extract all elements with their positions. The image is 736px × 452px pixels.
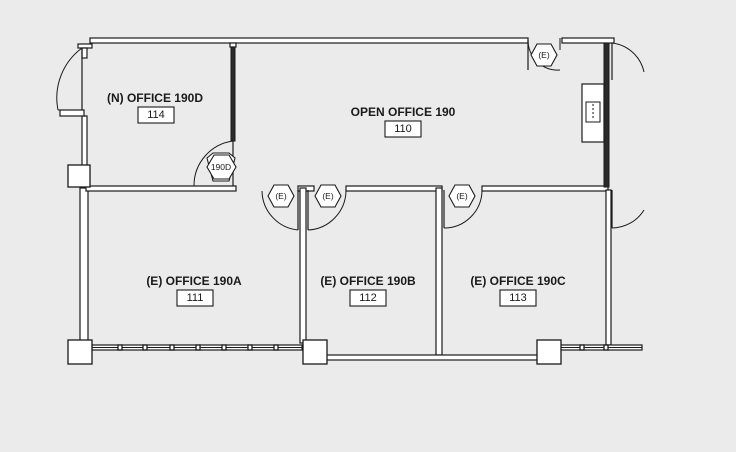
room-name-190d: (N) OFFICE 190D [107, 91, 203, 105]
mullion [195, 344, 201, 351]
room-name-190b: (E) OFFICE 190B [320, 274, 416, 288]
mullion [273, 344, 279, 351]
door-tag-e-b-text: (E) [322, 191, 334, 201]
door-tags: 190D (E) (E) (E) (E) [206, 43, 558, 208]
corridor-wall-c [481, 185, 609, 192]
mullion [247, 344, 253, 351]
columns [67, 164, 562, 365]
room-name-190c: (E) OFFICE 190C [470, 274, 566, 288]
door-tag-top-e-text: (E) [538, 50, 550, 60]
mullion [117, 344, 123, 351]
door-tag-190d: 190D [206, 152, 237, 182]
sink [585, 101, 601, 123]
partition-190d [230, 42, 236, 142]
partition-a-b [299, 187, 307, 344]
door-swing-top-left [56, 47, 83, 111]
room-label-190c: (E) OFFICE 190C 113 [470, 274, 566, 307]
partition-190d-top [229, 42, 237, 48]
corridor-wall-a [85, 185, 237, 192]
door-tag-e-a: (E) [267, 184, 295, 208]
room-label-190b: (E) OFFICE 190B 112 [320, 274, 416, 307]
door-tag-e-a-text: (E) [275, 191, 287, 201]
room-number-190d: 114 [147, 109, 165, 121]
mullion [579, 344, 585, 351]
mullion [603, 344, 609, 351]
column-bottom-mid [302, 339, 328, 365]
room-number-box-190d [137, 106, 175, 124]
room-number-box-open-190 [384, 120, 422, 138]
right-wall-lower [605, 189, 612, 346]
door-tag-e-b: (E) [314, 184, 342, 208]
partition-b-c [435, 187, 443, 356]
door-swing-190a [261, 190, 299, 231]
door-tag-e-c-text: (E) [456, 191, 468, 201]
room-number-190b: 112 [359, 292, 377, 304]
room-name-open-190: OPEN OFFICE 190 [351, 105, 456, 119]
top-wall-right [561, 37, 615, 44]
left-wall-lower [79, 187, 89, 343]
door-swing-190b [307, 190, 347, 231]
mullion [142, 344, 148, 351]
room-label-190d: (N) OFFICE 190D 114 [107, 91, 203, 124]
room-number-box-190b [349, 289, 387, 307]
counter-casework [581, 83, 605, 143]
door-swing-right [611, 209, 645, 229]
room-number-box-190a [176, 289, 214, 307]
corridor-wall-b [345, 185, 443, 192]
left-wall-mid [81, 115, 88, 167]
room-name-190a: (E) OFFICE 190A [146, 274, 242, 288]
doors [56, 38, 645, 231]
bottom-wall-mid [325, 354, 539, 361]
mullion [169, 344, 175, 351]
door-swing-190c [443, 190, 483, 229]
mullion [221, 344, 227, 351]
door-swing-190d [193, 140, 234, 187]
top-wall [89, 37, 529, 44]
room-number-190c: 113 [509, 292, 527, 304]
door-swing-top-right [611, 42, 645, 73]
column-bottom-right [536, 339, 562, 365]
left-stub-wall [59, 109, 85, 117]
left-wall-upper [81, 47, 88, 59]
room-label-open-190: OPEN OFFICE 190 110 [351, 105, 456, 138]
column-left-mid [67, 164, 91, 188]
door-tag-190d-text: 190D [211, 162, 231, 172]
right-wall-open [603, 42, 610, 188]
walls [59, 37, 643, 361]
window-mullions [117, 344, 609, 351]
room-number-box-190c [499, 289, 537, 307]
room-label-190a: (E) OFFICE 190A 111 [146, 274, 242, 307]
column-bottom-left [67, 339, 93, 365]
door-tag-top-e: (E) [530, 43, 558, 67]
room-number-190a: 111 [187, 292, 204, 304]
door-tag-e-c: (E) [448, 184, 476, 208]
room-number-open-190: 110 [394, 123, 412, 135]
